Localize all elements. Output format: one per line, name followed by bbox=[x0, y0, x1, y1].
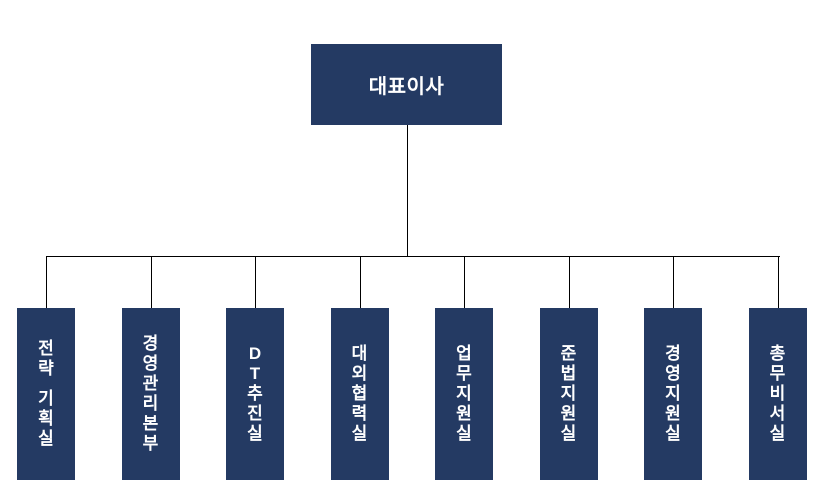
org-node-label-char: 비 bbox=[769, 384, 786, 403]
org-node-label-char: 영 bbox=[665, 364, 681, 383]
org-node-label-char: 실 bbox=[38, 429, 54, 448]
org-node-label-char bbox=[44, 379, 49, 389]
org-node-label-char: 법 bbox=[560, 364, 577, 383]
org-node-label-char: D bbox=[248, 344, 262, 363]
org-node-label-char: 본 bbox=[142, 414, 159, 433]
org-node-label-char: 지 bbox=[665, 384, 681, 403]
org-node-label-char: 관 bbox=[142, 374, 159, 393]
connector-drop-1 bbox=[46, 256, 47, 308]
org-node-label-char: 실 bbox=[560, 424, 577, 443]
connector-drop-6 bbox=[569, 256, 570, 308]
org-node-label-char: 총 bbox=[769, 344, 786, 363]
org-node-label-char: 준 bbox=[560, 344, 577, 363]
connector-drop-7 bbox=[673, 256, 674, 308]
org-node-label-char: 기 bbox=[38, 389, 54, 408]
connector-root-stem bbox=[407, 125, 408, 256]
org-node-label-char: 실 bbox=[456, 424, 472, 443]
connector-drop-5 bbox=[464, 256, 465, 308]
org-node-label-char: 지 bbox=[456, 384, 472, 403]
org-node-label-char: 경 bbox=[142, 334, 159, 353]
connector-drop-8 bbox=[778, 256, 779, 308]
org-node-label-char: 원 bbox=[456, 404, 472, 423]
connector-drop-2 bbox=[151, 256, 152, 308]
org-node-label-char: 지 bbox=[560, 384, 577, 403]
connector-drop-3 bbox=[255, 256, 256, 308]
org-node-label-char: 원 bbox=[665, 404, 681, 423]
org-node-label-char: 영 bbox=[142, 354, 159, 373]
org-node-label-char: 무 bbox=[769, 364, 786, 383]
org-node-label-char: 획 bbox=[38, 409, 54, 428]
connector-horizontal-bus bbox=[46, 256, 780, 257]
org-node-label-char: 외 bbox=[351, 364, 368, 383]
org-node-label-char: 대 bbox=[351, 344, 368, 363]
org-node-label-char: 실 bbox=[665, 424, 681, 443]
org-node-label-char: 업 bbox=[456, 344, 472, 363]
org-node-label-char: 무 bbox=[456, 364, 472, 383]
org-node-label-char: 실 bbox=[351, 424, 368, 443]
org-node-label-char: 부 bbox=[142, 434, 159, 453]
org-node-label-char: 략 bbox=[38, 359, 54, 378]
org-node-label-char: 실 bbox=[769, 424, 786, 443]
org-node-label-char: 실 bbox=[247, 424, 263, 443]
org-node-label-char: 추 bbox=[247, 384, 263, 403]
org-node-label-char: 력 bbox=[351, 404, 368, 423]
org-node-label-char: 전 bbox=[38, 339, 54, 358]
org-node-label-char: 원 bbox=[560, 404, 577, 423]
org-node-label-char: 진 bbox=[247, 404, 263, 423]
org-node-label-char: 협 bbox=[351, 384, 368, 403]
org-node-label-char: 리 bbox=[142, 394, 159, 413]
org-node-label-char: 서 bbox=[769, 404, 786, 423]
connector-drop-4 bbox=[360, 256, 361, 308]
org-node-label: 대표이사 bbox=[368, 76, 445, 98]
org-node-label-char: 경 bbox=[665, 344, 681, 363]
org-node-label-char: T bbox=[249, 364, 261, 383]
org-node-ceo[interactable]: 대표이사 bbox=[311, 44, 502, 125]
